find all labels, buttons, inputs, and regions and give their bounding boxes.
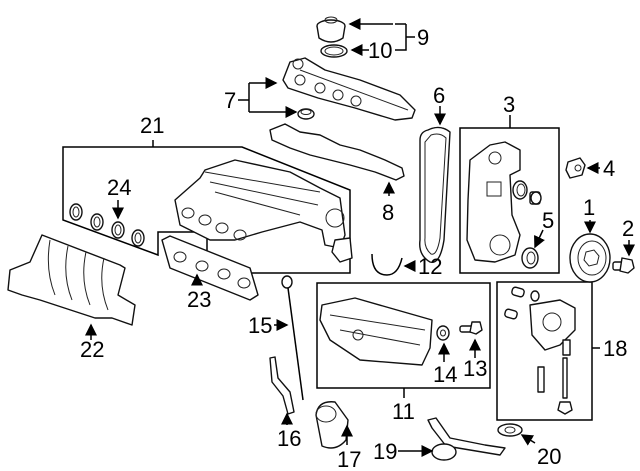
front-crank-seal [521,247,539,269]
callout-20[interactable]: 20 [537,444,561,469]
intake-port-gaskets [69,203,145,247]
oil-pump [504,286,576,415]
drain-plug-washer [436,325,450,341]
callout-labels: 1 2 3 4 5 6 7 8 9 10 11 12 13 14 15 16 1… [80,25,634,471]
oil-pan [319,297,433,366]
oil-filter [315,401,349,449]
valve-cover-gasket [269,123,405,181]
dipstick-tube [269,356,295,415]
drain-plug [459,321,483,335]
callout-19[interactable]: 19 [373,439,397,464]
callout-12[interactable]: 12 [418,254,442,279]
callout-3[interactable]: 3 [503,92,515,117]
oil-dipstick [281,275,304,401]
callout-23[interactable]: 23 [187,287,211,312]
filler-cap-seal [320,44,348,58]
callout-21[interactable]: 21 [140,113,164,138]
callout-4[interactable]: 4 [603,156,615,181]
callout-11[interactable]: 11 [392,399,415,424]
timing-chain [419,126,451,264]
leader-lines [85,24,635,457]
throttle-body-gasket [331,237,353,263]
exhaust-manifold-gasket [161,235,259,301]
timing-cover-seal [512,180,528,200]
rear-main-seal-gasket [371,253,403,276]
callout-6[interactable]: 6 [433,83,445,108]
callout-22[interactable]: 22 [80,337,104,362]
timing-cover-bolt [529,191,542,205]
crankshaft-pulley [569,233,611,283]
callout-5[interactable]: 5 [542,208,554,233]
intake-manifold [174,159,346,249]
callout-10[interactable]: 10 [368,38,392,63]
callout-7[interactable]: 7 [224,88,236,113]
callout-17[interactable]: 17 [337,447,361,471]
callout-15[interactable]: 15 [248,313,272,338]
callout-18[interactable]: 18 [603,336,627,361]
callout-13[interactable]: 13 [463,356,487,381]
group-box-18 [496,281,593,421]
oil-filler-cap [316,16,346,43]
callout-14[interactable]: 14 [433,362,457,387]
callout-24[interactable]: 24 [107,175,131,200]
callout-16[interactable]: 16 [277,426,301,451]
pulley-bolt [612,257,635,274]
callout-9[interactable]: 9 [417,25,429,50]
oil-pickup-tube [427,417,506,461]
valve-cover [282,57,416,121]
callout-2[interactable]: 2 [622,216,634,241]
exhaust-manifold [7,234,136,326]
callout-1[interactable]: 1 [583,195,595,220]
timing-cover-plug [565,157,586,179]
valve-cover-grommet [297,108,315,120]
callout-8[interactable]: 8 [382,200,394,225]
timing-cover [466,141,521,263]
pickup-tube-gasket [497,423,523,437]
